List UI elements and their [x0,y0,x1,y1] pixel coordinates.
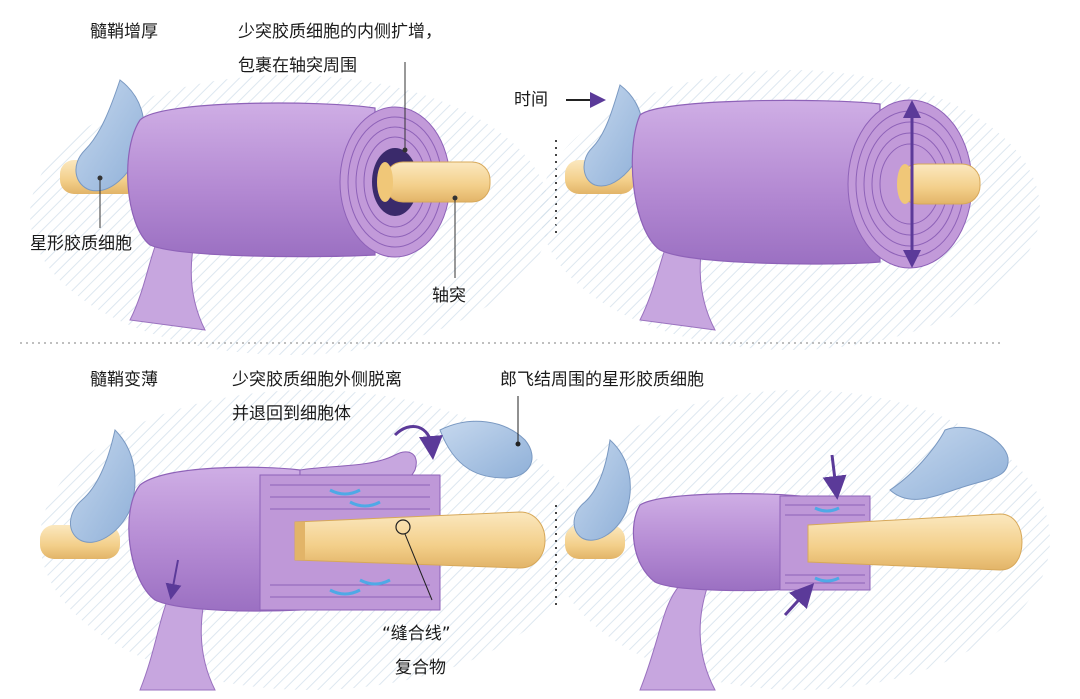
label-astrocyte: 星形胶质细胞 [30,234,132,254]
title-myelin-thinning: 髓鞘变薄 [90,370,158,390]
label-seam-line2: 复合物 [395,658,446,678]
myelin-sheath [127,102,376,258]
label-time: 时间 [514,90,548,110]
label-oligo-outer-line2: 并退回到细胞体 [232,404,351,424]
bottom-right-scene [550,390,1050,691]
label-oligo-outer-line1: 少突胶质细胞外侧脱离 [232,370,402,390]
title-myelin-thickening: 髓鞘增厚 [90,22,158,42]
label-node-astrocyte: 郎飞结周围的星形胶质细胞 [500,370,704,390]
top-right-scene [540,70,1040,350]
bottom-left-scene [40,390,580,691]
label-seam-line1: “缝合线” [382,624,451,644]
top-left-scene [30,62,550,355]
label-axon: 轴突 [432,286,466,306]
label-oligo-inner-line1: 少突胶质细胞的内侧扩增， [238,22,442,42]
label-oligo-inner-line2: 包裹在轴突周围 [238,56,357,76]
